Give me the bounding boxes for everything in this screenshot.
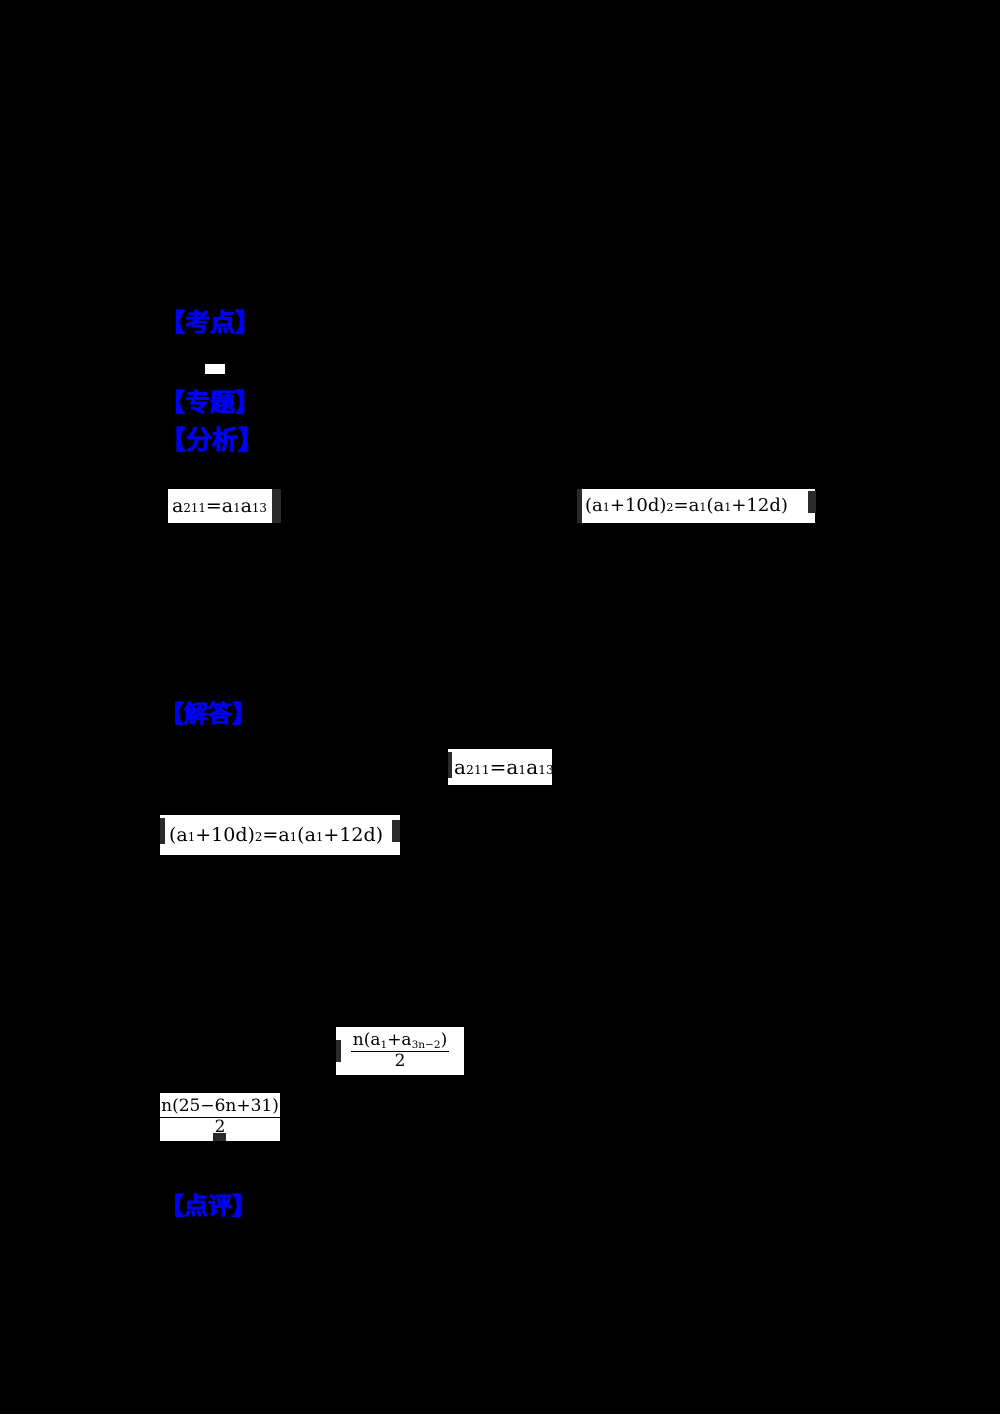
- fraction-numerator: n(a1+a3n−2): [350, 1029, 450, 1052]
- scan-smudge: [392, 820, 400, 842]
- formula-token: =a: [489, 755, 519, 779]
- formula-token: a: [526, 755, 539, 779]
- formula-token: =a: [205, 494, 234, 517]
- formula-token: =a: [262, 823, 290, 846]
- scan-artifact-mark: [205, 364, 225, 374]
- formula-token: (a: [297, 823, 316, 846]
- formula-token: a: [172, 494, 184, 517]
- formula-token: +10d): [609, 495, 667, 516]
- formula-subscript: 1: [380, 1038, 388, 1051]
- fraction: n(a1+a3n−2) 2: [350, 1029, 450, 1071]
- scan-smudge: [272, 489, 281, 523]
- formula-token: (a: [706, 495, 725, 516]
- formula-token: n(a: [352, 1029, 381, 1050]
- formula-subscript: 3n−2: [411, 1038, 441, 1051]
- formula-token: a: [454, 755, 466, 779]
- formula-token: +a: [387, 1029, 412, 1050]
- fraction-denominator: 2: [394, 1050, 406, 1071]
- heading-solution: 【解答】: [160, 700, 256, 728]
- scan-smudge: [213, 1133, 226, 1141]
- fraction: n(25−6n+31) 2: [160, 1095, 280, 1137]
- heading-analysis: 【分析】: [160, 426, 265, 456]
- scan-smudge: [808, 491, 816, 513]
- formula-token: (a: [169, 823, 188, 846]
- heading-comment: 【点评】: [160, 1192, 256, 1220]
- fraction-denominator: 2: [214, 1116, 226, 1137]
- scan-smudge: [336, 1040, 341, 1062]
- scan-smudge: [448, 752, 452, 778]
- formula-token: =a: [673, 495, 700, 516]
- formula-token: (a: [585, 495, 603, 516]
- fraction-numerator: n(25−6n+31): [160, 1095, 280, 1118]
- heading-method: 【专题】: [160, 388, 261, 417]
- formula-token: +10d): [195, 823, 255, 846]
- formula-token: ): [440, 1029, 448, 1050]
- formula-token: +12d): [731, 495, 788, 516]
- formula-token: +12d): [323, 823, 384, 846]
- heading-answer: 【考点】: [160, 308, 261, 337]
- scan-smudge: [160, 818, 165, 844]
- formula-token: a: [240, 494, 252, 517]
- fraction-sum-formula: n(a1+a3n−2) 2: [336, 1027, 464, 1075]
- scan-smudge: [577, 489, 582, 523]
